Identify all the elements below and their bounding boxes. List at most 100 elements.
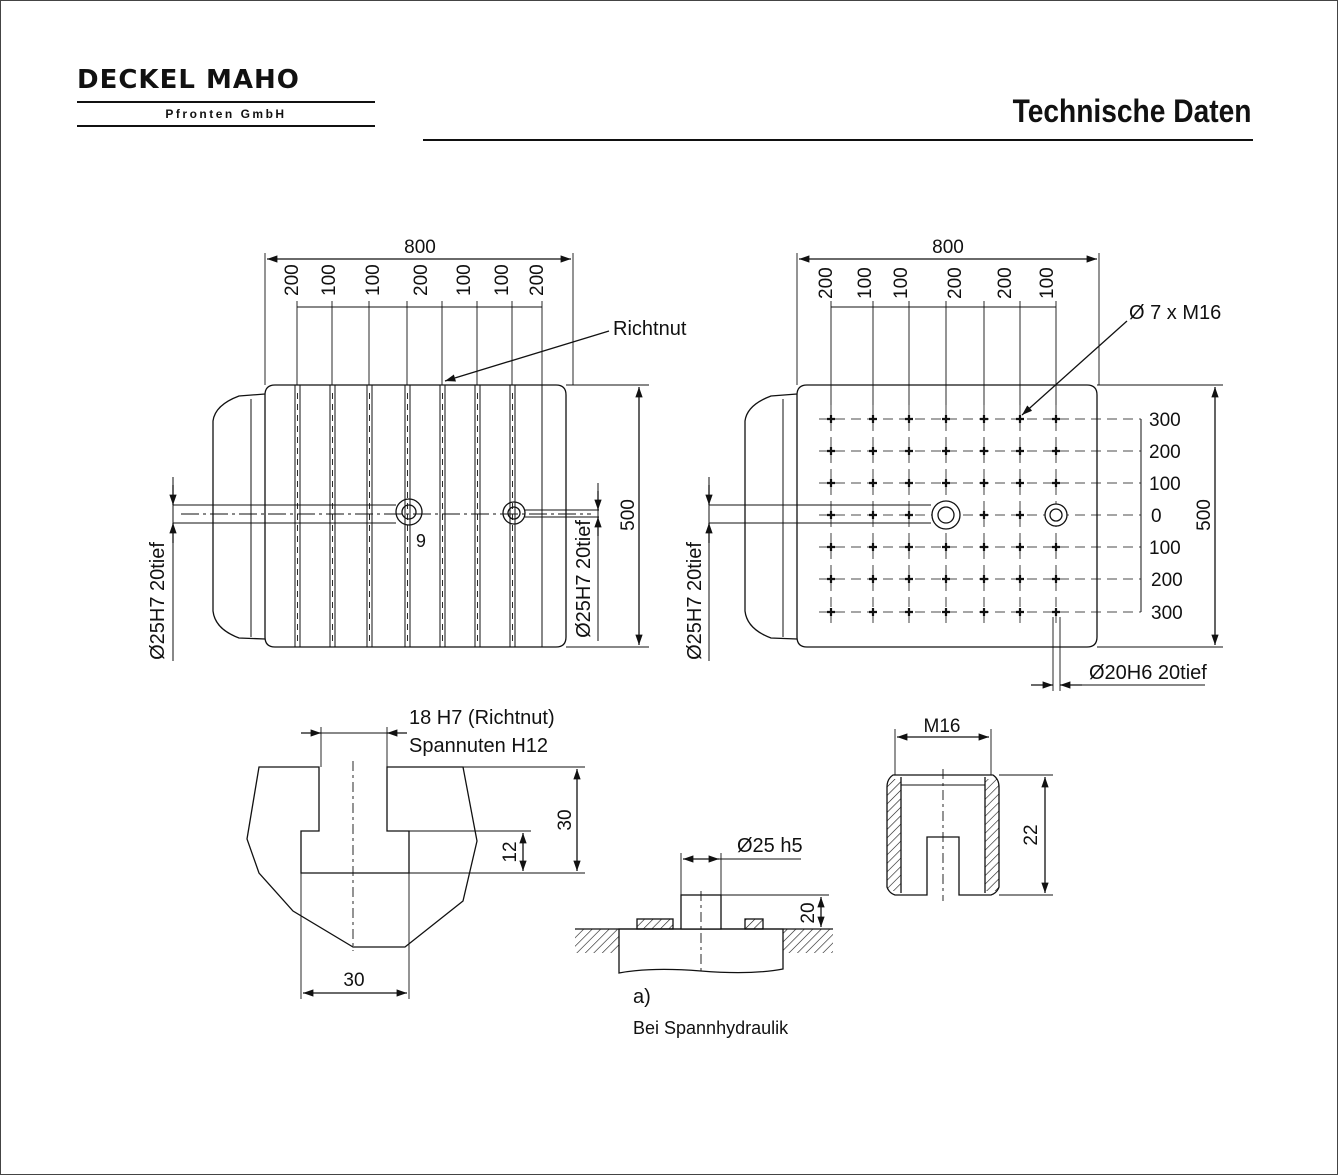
threaded-hole-marker — [980, 415, 988, 423]
hole-markers — [827, 415, 1060, 616]
detail-marker: a) — [633, 986, 651, 1008]
center-bore — [931, 500, 961, 530]
threaded-hole-marker — [1016, 608, 1024, 616]
spacing-label: 100 — [492, 264, 513, 296]
threaded-hole-marker — [980, 511, 988, 519]
dimension-12: 12 — [500, 841, 521, 862]
slot-section-label-1: 18 H7 (Richtnut) — [409, 707, 555, 729]
threaded-hole-marker — [1016, 415, 1024, 423]
title-rule — [423, 139, 1253, 141]
threaded-hole-marker — [1052, 575, 1060, 583]
spacing-label: 200 — [282, 264, 303, 296]
spacing-label: 100 — [855, 267, 876, 299]
threaded-hole-marker — [905, 543, 913, 551]
threaded-hole-marker — [1016, 447, 1024, 455]
t-slot-cross-section — [246, 727, 585, 999]
threaded-hole-marker — [869, 575, 877, 583]
t-slots — [294, 385, 543, 647]
threaded-hole-marker — [905, 511, 913, 519]
table-outline — [796, 384, 1098, 648]
threaded-hole-marker — [869, 415, 877, 423]
threaded-hole-marker — [827, 447, 835, 455]
pin-diameter-label: Ø25 h5 — [737, 835, 803, 857]
dimension-30-bottom: 30 — [343, 970, 364, 991]
bore-bottom-label: Ø20H6 20tief — [1089, 662, 1207, 684]
dimension-30-vertical: 30 — [555, 809, 576, 830]
threaded-hole-marker — [827, 575, 835, 583]
threaded-hole-marker — [869, 608, 877, 616]
threaded-hole-marker — [905, 608, 913, 616]
threaded-hole-marker — [1052, 447, 1060, 455]
threaded-hole-marker — [1052, 479, 1060, 487]
threaded-hole-marker — [827, 511, 835, 519]
threaded-hole-marker — [869, 511, 877, 519]
threaded-hole-marker — [980, 543, 988, 551]
locating-bore — [1044, 503, 1068, 527]
spacing-label: 100 — [891, 267, 912, 299]
threaded-hole-marker — [869, 479, 877, 487]
bore-right-label: Ø25H7 20tief — [573, 520, 595, 638]
spacing-label: 200 — [945, 267, 966, 299]
bore-left-label: Ø25H7 20tief — [684, 542, 706, 660]
logo-rule — [77, 101, 375, 103]
detail-caption: Bei Spannhydraulik — [633, 1018, 789, 1038]
spacing-label: 200 — [995, 267, 1016, 299]
threaded-hole-marker — [980, 575, 988, 583]
threaded-hole-marker — [1052, 608, 1060, 616]
table-with-t-slots — [169, 253, 649, 661]
height-dimension: 500 — [1194, 499, 1215, 531]
threaded-hole-marker — [869, 543, 877, 551]
spacing-label: 100 — [363, 264, 384, 296]
threaded-hole-marker — [905, 447, 913, 455]
center-bore — [395, 498, 423, 526]
threaded-hole-marker — [827, 415, 835, 423]
threaded-hole-marker — [905, 479, 913, 487]
grid-y-labels: 300 200 100 0 100 200 300 — [1149, 410, 1183, 624]
spacing-label: 200 — [816, 267, 837, 299]
table-outline — [264, 384, 567, 648]
threaded-hole-marker — [1016, 543, 1024, 551]
threaded-hole-marker — [980, 608, 988, 616]
locating-bore — [502, 501, 526, 525]
spacing-label: 100 — [454, 264, 475, 296]
grid-y-label: 100 — [1149, 474, 1181, 495]
thread-label: M16 — [924, 716, 961, 737]
grid-y-label: 200 — [1151, 570, 1183, 591]
pallet-housing — [744, 393, 798, 640]
threaded-hole-marker — [942, 608, 950, 616]
threaded-hole-marker — [827, 543, 835, 551]
threaded-hole-marker — [980, 479, 988, 487]
grid-y-label: 200 — [1149, 442, 1181, 463]
hole-spacing-labels: 200 100 100 200 200 100 — [816, 267, 1058, 299]
threaded-insert-section — [886, 729, 1053, 901]
threaded-hole-marker — [942, 479, 950, 487]
threaded-hole-marker — [1016, 511, 1024, 519]
hole-label: Ø 7 x M16 — [1129, 302, 1221, 324]
threaded-hole-marker — [942, 447, 950, 455]
slot-spacing-labels: 200 100 100 200 100 100 200 — [282, 264, 548, 296]
spacing-label: 100 — [1037, 267, 1058, 299]
threaded-hole-marker — [905, 415, 913, 423]
spacing-label: 200 — [527, 264, 548, 296]
grid-y-label: 300 — [1149, 410, 1181, 431]
slot-label: Richtnut — [613, 318, 687, 340]
bore-left-label: Ø25H7 20tief — [147, 542, 169, 660]
grid-y-label: 300 — [1151, 603, 1183, 624]
threaded-hole-marker — [827, 608, 835, 616]
threaded-hole-marker — [1052, 543, 1060, 551]
threaded-hole-marker — [827, 479, 835, 487]
page-title: Technische Daten — [1012, 93, 1251, 129]
grid-y-label: 100 — [1149, 538, 1181, 559]
hydraulic-clamping-detail — [575, 853, 833, 974]
pallet-housing — [212, 393, 266, 640]
width-dimension: 800 — [932, 237, 964, 258]
logo-rule — [77, 125, 375, 127]
threaded-hole-marker — [942, 543, 950, 551]
height-dimension: 500 — [618, 499, 639, 531]
slot-section-label-2: Spannuten H12 — [409, 735, 548, 757]
threaded-hole-marker — [1052, 415, 1060, 423]
threaded-hole-marker — [905, 575, 913, 583]
company-logo: DECKEL MAHO Pfronten GmbH — [77, 63, 375, 127]
threaded-hole-marker — [869, 447, 877, 455]
